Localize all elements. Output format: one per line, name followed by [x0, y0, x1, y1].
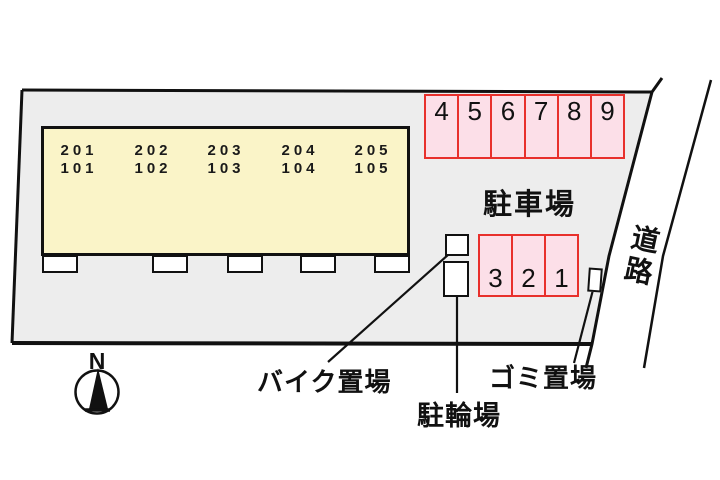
- bike-area-label: バイク置場: [257, 367, 392, 397]
- unit-lower-number: 102: [134, 160, 172, 177]
- leader-line-bike-area: [327, 245, 459, 363]
- parking-space-4: 4: [426, 96, 460, 157]
- parking-space-number: 1: [554, 263, 569, 293]
- parking-space-3: 3: [480, 236, 513, 295]
- garbage-area-label: ゴミ置場: [489, 363, 598, 393]
- parking-space-number: 3: [488, 263, 503, 293]
- unit-upper-number: 204: [281, 142, 319, 159]
- parking-space-number: 5: [467, 96, 482, 126]
- parking-space-8: 8: [559, 96, 592, 157]
- parking-row-top: 4 5 6 7 8 9: [424, 94, 625, 159]
- unit-upper-number: 203: [207, 142, 245, 159]
- road-outer-line: [642, 79, 713, 369]
- parking-lot-label: 駐車場: [483, 189, 577, 221]
- lot-boundary-right-road-edge: [584, 77, 664, 369]
- unit-lower-number: 104: [281, 160, 319, 177]
- parking-space-7: 7: [526, 96, 559, 157]
- parking-space-2: 2: [513, 236, 546, 295]
- parking-space-number: 4: [434, 96, 449, 126]
- garbage-area-rect: [587, 267, 603, 293]
- parking-space-number: 6: [500, 96, 516, 126]
- parking-space-number: 2: [521, 263, 536, 293]
- compass-north-label: N: [88, 348, 106, 374]
- entrance-step-1: [42, 255, 78, 273]
- parking-space-5: 5: [459, 96, 493, 157]
- parking-space-6: 6: [492, 96, 526, 157]
- parking-space-number: 9: [600, 96, 615, 126]
- unit-upper-number: 202: [134, 142, 172, 159]
- lot-boundary-top: [21, 88, 653, 94]
- entrance-step-5: [374, 255, 410, 273]
- apartment-building: [41, 126, 410, 256]
- parking-space-number: 8: [567, 96, 582, 126]
- parking-space-number: 7: [533, 96, 549, 126]
- unit-lower-number: 101: [60, 160, 98, 177]
- lot-boundary-left: [10, 89, 24, 344]
- parking-space-1: 1: [546, 236, 577, 295]
- entrance-step-4: [300, 255, 336, 273]
- entrance-step-3: [227, 255, 263, 273]
- lot-boundary-bottom: [11, 341, 593, 346]
- bike-area-rect: [445, 234, 469, 256]
- parking-row-bottom: 3 2 1: [478, 234, 579, 297]
- unit-lower-number: 105: [354, 160, 392, 177]
- unit-lower-number: 103: [207, 160, 245, 177]
- leader-line-garbage-area: [572, 285, 596, 364]
- bicycle-area-label: 駐輪場: [417, 401, 501, 431]
- bicycle-area-rect: [443, 261, 469, 297]
- unit-upper-number: 201: [60, 142, 98, 159]
- unit-upper-number: 205: [354, 142, 392, 159]
- parking-space-9: 9: [592, 96, 623, 157]
- compass-north-needle-icon: [89, 368, 108, 409]
- entrance-step-2: [152, 255, 188, 273]
